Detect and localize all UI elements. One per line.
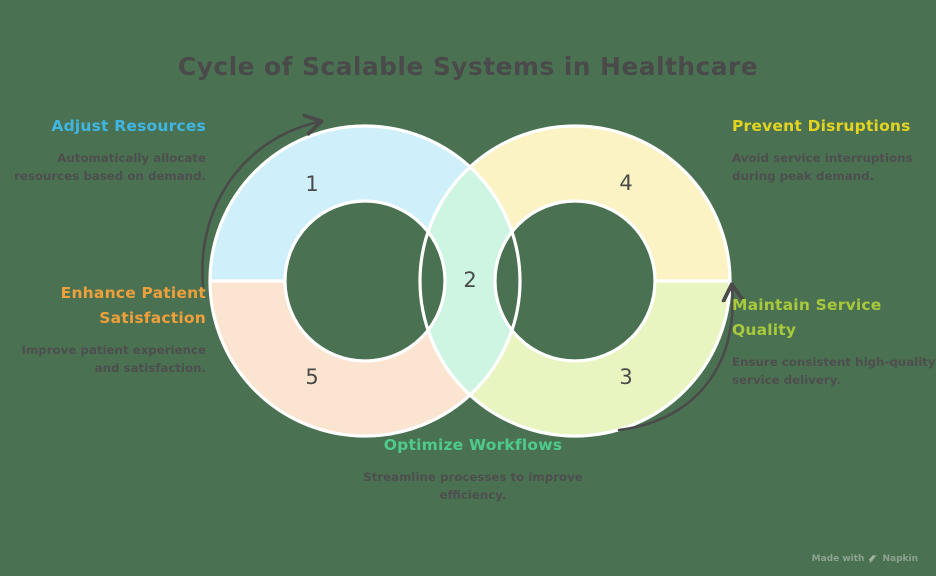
- page-title: Cycle of Scalable Systems in Healthcare: [177, 52, 759, 81]
- label-heading: Maintain Service Quality: [732, 296, 882, 340]
- watermark-prefix: Made with: [811, 554, 865, 564]
- left-arrow-icon: [201, 122, 318, 289]
- segment-number-5: 5: [305, 365, 318, 389]
- label-maintain-service-quality[interactable]: Maintain Service Quality Ensure consiste…: [732, 293, 936, 390]
- label-heading: Adjust Resources: [51, 117, 206, 135]
- label-heading: Enhance Patient Satisfaction: [60, 284, 206, 328]
- label-heading: Prevent Disruptions: [732, 117, 911, 135]
- napkin-watermark[interactable]: Made with Napkin: [812, 554, 918, 564]
- watermark-brand: Napkin: [882, 554, 918, 564]
- napkin-logo-icon: [868, 554, 878, 564]
- segment-number-2: 2: [463, 268, 476, 292]
- label-enhance-patient-satisfaction[interactable]: Enhance Patient Satisfaction Improve pat…: [14, 281, 206, 378]
- segment-number-3: 3: [619, 365, 632, 389]
- label-adjust-resources[interactable]: Adjust Resources Automatically allocate …: [14, 114, 206, 186]
- label-prevent-disruptions[interactable]: Prevent Disruptions Avoid service interr…: [732, 114, 932, 186]
- segment-number-1: 1: [305, 172, 318, 196]
- label-body: Improve patient experience and satisfact…: [21, 343, 206, 376]
- segment-number-4: 4: [619, 171, 632, 195]
- label-body: Avoid service interruptions during peak …: [732, 151, 913, 184]
- label-heading: Optimize Workflows: [383, 436, 563, 454]
- label-body: Ensure consistent high-quality service d…: [732, 355, 936, 388]
- segment-2-optimize-workflows[interactable]: [330, 100, 610, 480]
- label-body: Streamline processes to improve efficien…: [363, 470, 583, 503]
- right-arrow-icon: [617, 288, 733, 432]
- label-body: Automatically allocate resources based o…: [14, 151, 206, 184]
- label-optimize-workflows[interactable]: Optimize Workflows Streamline processes …: [338, 433, 608, 505]
